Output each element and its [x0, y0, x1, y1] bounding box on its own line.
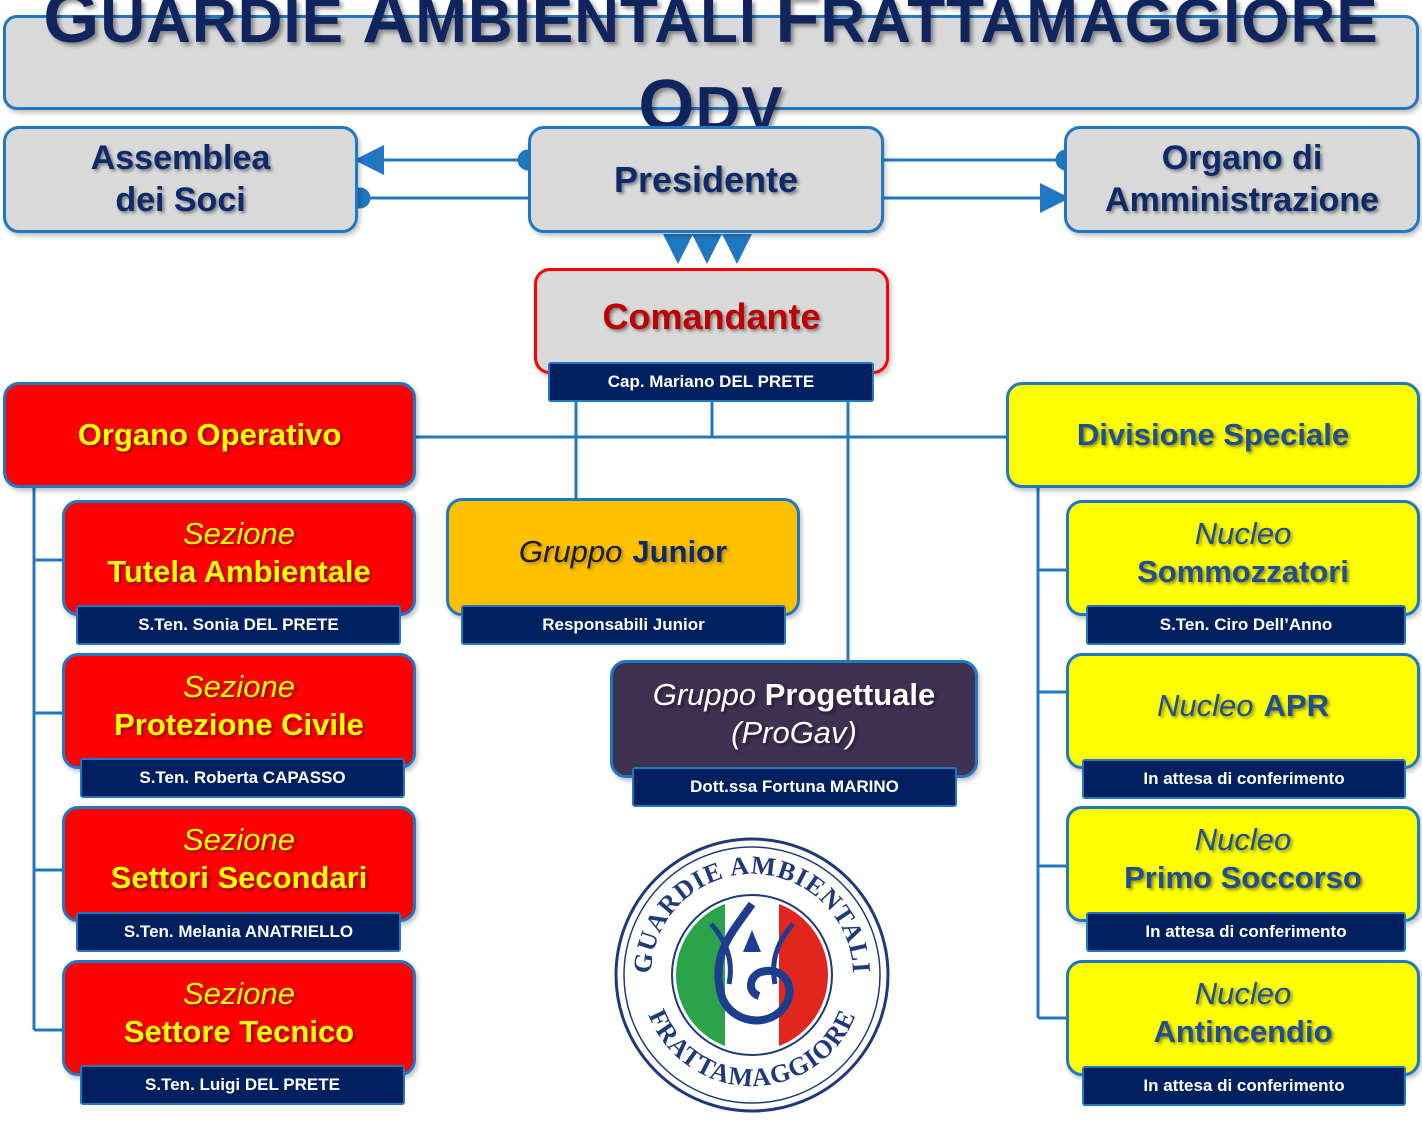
junior-name: Junior	[632, 534, 728, 570]
sezione-name: Protezione Civile	[114, 707, 364, 742]
sezione-name: Tutela Ambientale	[107, 554, 371, 589]
sezione-settori-secondari-box: Sezione Settori Secondari	[62, 806, 416, 922]
nucleo-person-label: In attesa di conferimento	[1086, 912, 1406, 952]
junior-person-label: Responsabili Junior	[461, 605, 786, 645]
presidente-label: Presidente	[613, 158, 799, 200]
progettuale-name: Progettuale	[764, 677, 936, 713]
organo-operativo-label: Organo Operativo	[77, 417, 342, 453]
gruppo-junior-box: Gruppo Junior	[446, 498, 800, 616]
nucleo-prefix: Nucleo	[1194, 976, 1292, 1012]
organo-amm-line-2: Amministrazione	[1105, 180, 1379, 219]
divisione-speciale-label: Divisione Speciale	[1076, 417, 1350, 453]
assemblea-line-1: Assemblea	[90, 139, 271, 178]
comandante-box: Comandante	[534, 268, 889, 374]
nucleo-prefix: Nucleo	[1157, 688, 1254, 724]
sezione-prefix: Sezione	[182, 822, 296, 858]
sezione-person-label: S.Ten. Luigi DEL PRETE	[80, 1065, 405, 1105]
nucleo-prefix: Nucleo	[1194, 822, 1292, 858]
divisione-speciale-box: Divisione Speciale	[1006, 382, 1420, 488]
presidente-box: Presidente	[528, 126, 884, 233]
gruppo-progettuale-box: Gruppo Progettuale (ProGav)	[610, 660, 978, 778]
sezione-prefix: Sezione	[182, 669, 296, 705]
assemblea-line-2: dei Soci	[115, 180, 246, 219]
organo-amministrazione-box: Organo di Amministrazione	[1064, 126, 1420, 233]
nucleo-name: Primo Soccorso	[1124, 860, 1362, 895]
sezione-person-label: S.Ten. Melania ANATRIELLO	[76, 912, 401, 952]
progettuale-person-label: Dott.ssa Fortuna MARINO	[632, 767, 957, 807]
nucleo-sommozzatori-box: Nucleo Sommozzatori	[1066, 500, 1420, 616]
progettuale-prefix: Gruppo	[652, 677, 757, 713]
assemblea-soci-box: Assemblea dei Soci	[3, 126, 358, 233]
sezione-settore-tecnico-box: Sezione Settore Tecnico	[62, 960, 416, 1076]
junior-prefix: Gruppo	[518, 534, 623, 570]
sezione-tutela-ambientale-box: Sezione Tutela Ambientale	[62, 500, 416, 616]
nucleo-name: Sommozzatori	[1137, 554, 1349, 589]
title-initial-f: F	[775, 0, 821, 58]
sezione-name: Settore Tecnico	[123, 1014, 355, 1049]
title-word-uardie: UARDIE	[100, 0, 363, 56]
page-title: GUARDIE AMBIENTALI FRATTAMAGGIORE ODV	[3, 0, 1419, 146]
sezione-person-label: S.Ten. Sonia DEL PRETE	[76, 605, 401, 645]
sezione-prefix: Sezione	[182, 516, 296, 552]
title-initial-a: A	[362, 0, 416, 58]
organo-amm-line-1: Organo di	[1161, 139, 1323, 178]
sezione-protezione-civile-box: Sezione Protezione Civile	[62, 653, 416, 769]
nucleo-person-label: S.Ten. Ciro Dell’Anno	[1086, 605, 1406, 645]
comandante-title: Comandante	[602, 296, 821, 338]
title-word-mbientali: MBIENTALI	[415, 0, 776, 56]
sezione-person-label: S.Ten. Roberta CAPASSO	[80, 758, 405, 798]
nucleo-apr-box: Nucleo APR	[1066, 653, 1420, 769]
sezione-prefix: Sezione	[182, 976, 296, 1012]
organo-operativo-box: Organo Operativo	[3, 382, 416, 488]
comandante-name-label: Cap. Mariano DEL PRETE	[548, 362, 874, 402]
nucleo-person-label: In attesa di conferimento	[1082, 759, 1406, 799]
nucleo-name: Antincendio	[1153, 1014, 1333, 1049]
nucleo-name: APR	[1263, 688, 1329, 724]
title-word-rattamaggiore: RATTAMAGGIORE	[820, 0, 1379, 56]
guardie-ambientali-logo: GUARDIE AMBIENTALI FRATTAMAGGIORE	[614, 837, 890, 1113]
title-initial-g: G	[43, 0, 101, 58]
progettuale-sub: (ProGav)	[731, 715, 857, 750]
nucleo-person-label: In attesa di conferimento	[1082, 1066, 1406, 1106]
nucleo-prefix: Nucleo	[1194, 516, 1292, 552]
nucleo-antincendio-box: Nucleo Antincendio	[1066, 960, 1420, 1076]
nucleo-primo-soccorso-box: Nucleo Primo Soccorso	[1066, 806, 1420, 922]
sezione-name: Settori Secondari	[110, 860, 368, 895]
